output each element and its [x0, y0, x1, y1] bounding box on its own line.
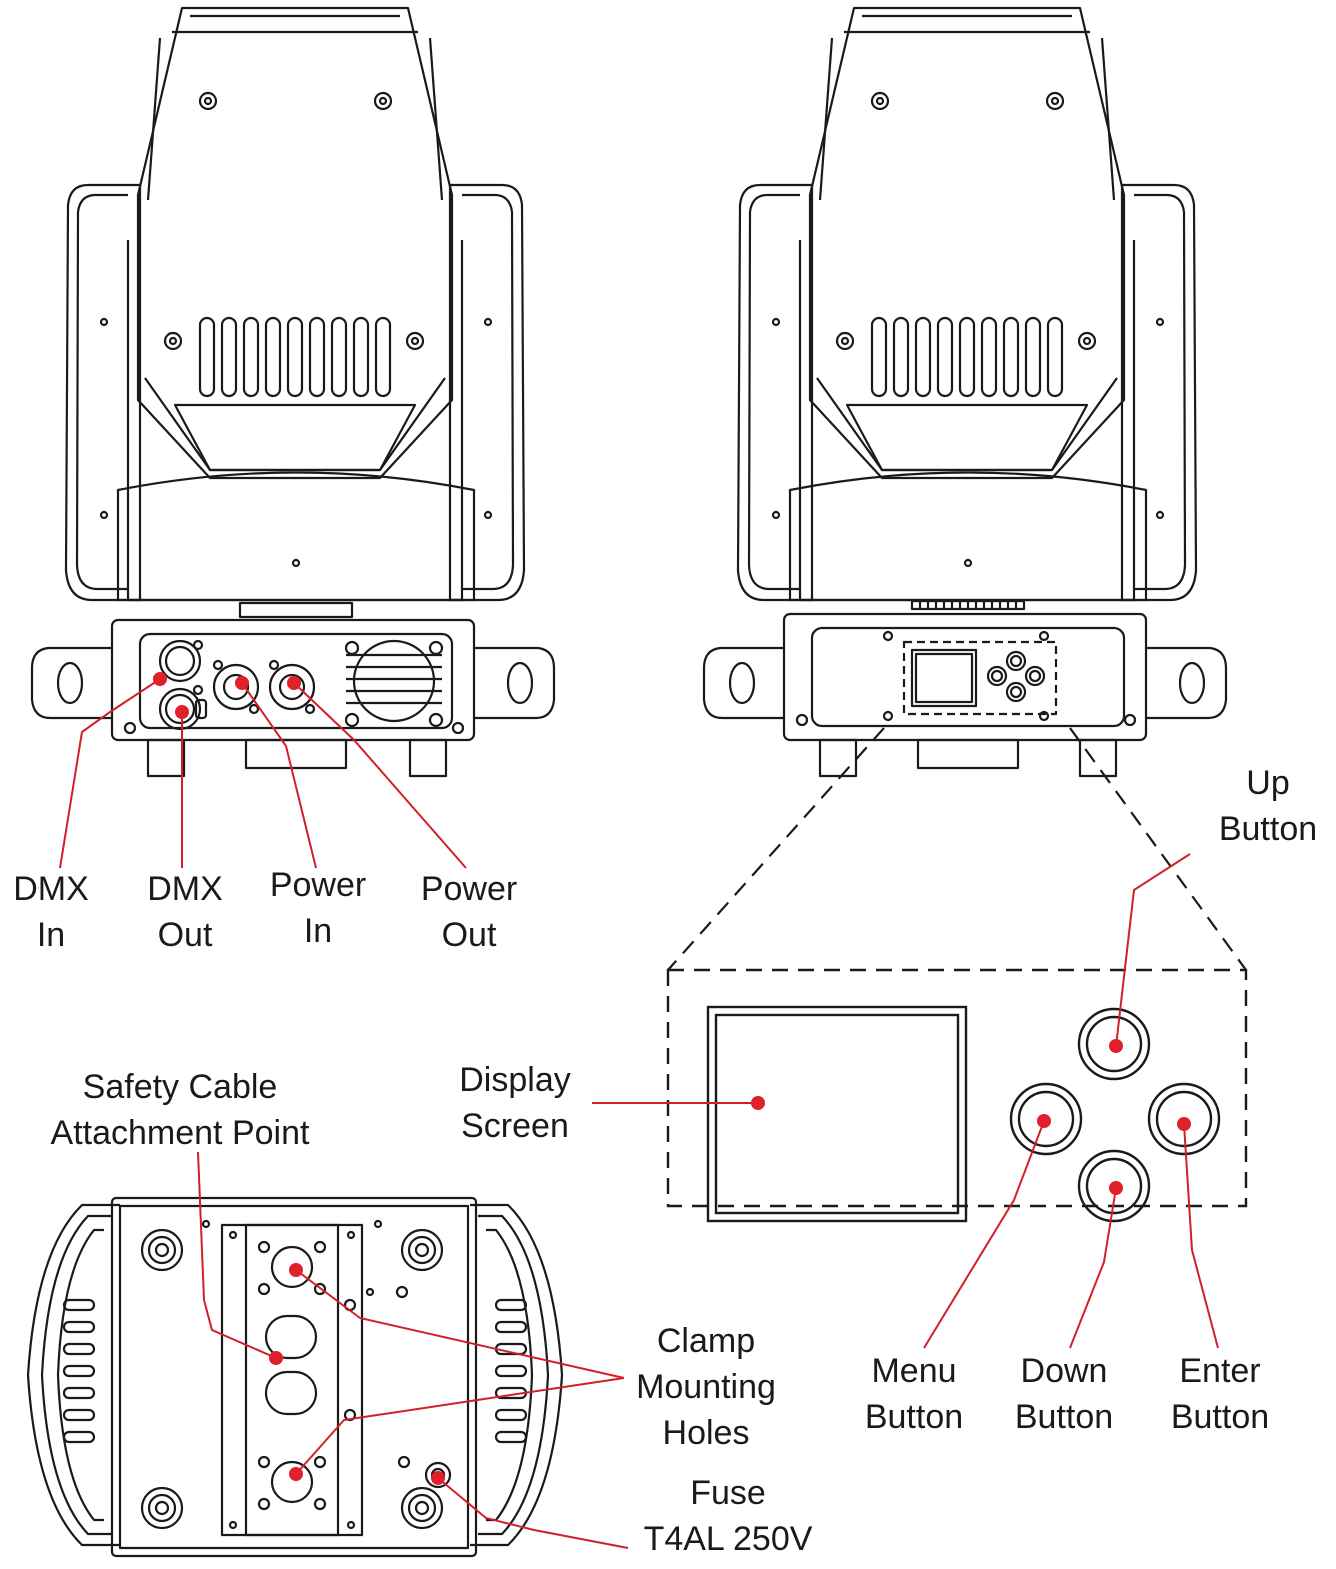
up-button [1077, 1007, 1151, 1081]
label-display-screen-line2: Screen [461, 1107, 569, 1145]
side-vents-right [494, 1298, 528, 1444]
label-dmx-in-line2: In [36, 916, 66, 954]
label-enter-button: Enter Button [1156, 1348, 1284, 1440]
moving-head [136, 6, 454, 480]
power-in-connector [212, 663, 260, 711]
label-fuse: Fuse T4AL 250V [630, 1470, 826, 1562]
label-power-out-line1: Power [420, 870, 518, 908]
leader-power-out [293, 682, 467, 869]
leader-menu [923, 1120, 1045, 1349]
yoke-arm-left [64, 183, 142, 602]
leader-clamp-top [295, 1269, 625, 1379]
leader-dmx-in [59, 678, 161, 869]
leader-enter [1183, 1123, 1219, 1349]
label-menu-button-line1: Menu [871, 1352, 957, 1390]
label-fuse-line1: Fuse [690, 1474, 766, 1512]
yoke-body [126, 240, 464, 602]
label-clamp-holes-line2: Mounting [636, 1368, 776, 1406]
rear-view-fixture [30, 6, 556, 778]
label-clamp-holes-line1: Clamp [656, 1322, 756, 1360]
label-dmx-in-line1: DMX [13, 870, 89, 908]
label-clamp-holes-line3: Holes [662, 1414, 750, 1452]
label-up-button-line1: Up [1246, 764, 1290, 802]
zoom-line-left [667, 727, 885, 971]
label-menu-button: Menu Button [850, 1348, 978, 1440]
leader-dots [153, 672, 1191, 1485]
menu-button [1009, 1082, 1083, 1156]
base-handle-left [30, 646, 112, 720]
label-power-in-line1: Power [269, 866, 367, 904]
label-safety-cable-line1: Safety Cable [82, 1068, 278, 1106]
label-safety-cable-line2: Attachment Point [50, 1114, 310, 1152]
dmx-in-connector [158, 639, 202, 683]
label-power-in-line2: In [303, 912, 333, 950]
label-safety-cable: Safety Cable Attachment Point [30, 1064, 330, 1156]
label-down-button: Down Button [1000, 1348, 1128, 1440]
label-display-screen: Display Screen [440, 1057, 590, 1149]
down-button [1077, 1149, 1151, 1223]
leader-power-in [241, 682, 317, 869]
base-handle-right [474, 646, 556, 720]
label-enter-button-line1: Enter [1179, 1352, 1261, 1390]
label-down-button-line1: Down [1020, 1352, 1108, 1390]
yoke-arm-right [448, 183, 526, 602]
label-clamp-holes: Clamp Mounting Holes [624, 1318, 788, 1456]
label-dmx-out-line2: Out [157, 916, 213, 954]
label-enter-button-line2: Button [1170, 1398, 1270, 1436]
label-power-out-line2: Out [441, 916, 497, 954]
label-power-out: Power Out [404, 866, 534, 958]
label-dmx-out: DMX Out [130, 866, 240, 958]
label-power-in: Power In [258, 862, 378, 954]
bottom-view-fixture [26, 1196, 564, 1558]
label-up-button: Up Button [1200, 760, 1336, 852]
leader-safety [197, 1151, 277, 1359]
enlarged-control-panel [666, 968, 1248, 1223]
fan-grille [344, 639, 444, 728]
front-view-fixture [667, 6, 1247, 971]
head-vents [198, 316, 392, 398]
label-down-button-line2: Button [1014, 1398, 1114, 1436]
enter-button [1147, 1082, 1221, 1156]
side-vents-left [62, 1298, 96, 1444]
label-display-screen-line1: Display [459, 1061, 571, 1099]
leader-lines [59, 678, 1219, 1549]
zoom-line-right [1069, 727, 1247, 971]
label-up-button-line2: Button [1218, 810, 1318, 848]
display-screen [706, 1005, 968, 1223]
label-dmx-in: DMX In [0, 866, 102, 958]
base-plate [110, 1196, 478, 1558]
leader-up [1115, 853, 1191, 1047]
label-dmx-out-line1: DMX [147, 870, 223, 908]
leader-clamp-bottom [295, 1377, 625, 1475]
power-out-connector [268, 663, 316, 711]
fuse-holder [424, 1461, 452, 1489]
label-menu-button-line2: Button [864, 1398, 964, 1436]
dmx-out-connector [158, 687, 202, 731]
leader-down [1069, 1187, 1117, 1349]
label-fuse-line2: T4AL 250V [643, 1520, 813, 1558]
leader-fuse [437, 1477, 629, 1549]
